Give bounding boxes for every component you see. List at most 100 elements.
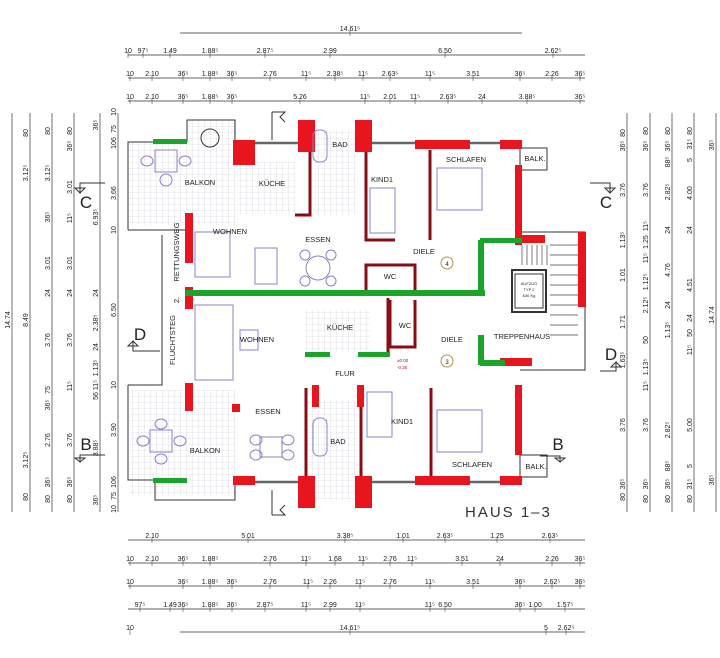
room-label: ESSEN [305, 235, 330, 244]
dimension-label: 3.38⁵ [337, 533, 354, 540]
section-label-c: C [80, 193, 92, 212]
dimension-label: 36⁵ [575, 556, 586, 563]
dimension-label: 1.88⁵ [202, 48, 219, 55]
elevator-shaft [511, 269, 547, 313]
room-label: SCHLAFEN [452, 460, 492, 469]
dimension-label: 3.51 [466, 579, 480, 586]
dimension-label: 2.01 [383, 94, 397, 101]
dimension-label: 80 [665, 495, 672, 503]
section-c-left-arrow-icon [73, 182, 105, 195]
dimension-label: 36⁵ [709, 140, 716, 151]
wall [500, 140, 522, 149]
upper-sofa [194, 231, 231, 278]
room-label: KIND1 [371, 175, 393, 184]
section-label-d: D [134, 325, 146, 344]
upper-wc-wall [364, 263, 417, 290]
dimension-label: 36⁵ [575, 579, 586, 586]
dimension-label: 36⁵ [515, 602, 526, 609]
dimension-label: 2.99 [323, 48, 337, 55]
wall [298, 120, 315, 152]
dimension-label: 80 [23, 129, 30, 137]
dimension-label: 11⁵ [93, 380, 100, 390]
dimension-label: 1.01 [396, 533, 410, 540]
dimension-label: 3.12⁵ [23, 452, 30, 469]
dimension-label: 2.82⁵ [665, 422, 672, 439]
elevator-label: AUFZUG [521, 281, 537, 286]
dimension-label: 36⁵ [620, 479, 627, 490]
dimension-label: 97⁵ [135, 602, 146, 609]
dimension-label: 3.76 [45, 333, 52, 347]
dimension-label: 11⁵ [355, 602, 365, 609]
dimension-label: 2.82⁵ [665, 184, 672, 201]
tiled-areas [128, 120, 370, 500]
dimension-label: 10 [124, 48, 132, 55]
upper-kind-wall [364, 150, 395, 242]
dimension-label: 10 [111, 505, 118, 513]
wall [520, 235, 545, 243]
lower-wc-wall [388, 300, 417, 349]
section-a-bottom-arrow-icon [272, 504, 287, 516]
lower-dining-table [249, 434, 295, 461]
dimension-label: 10 [126, 94, 134, 101]
lower-balcony-outline [127, 385, 236, 501]
dimension-label: 24 [67, 289, 74, 297]
dimension-label: 11⁵ [410, 94, 420, 101]
dimension-label: 24 [45, 289, 52, 297]
dimension-label: 80 [23, 493, 30, 501]
dimension-label: 36⁵ [45, 212, 52, 223]
dimension-label: 24 [93, 289, 100, 297]
wall [478, 335, 484, 365]
dimension-label: 80 [67, 127, 74, 135]
room-label: BAD [330, 437, 346, 446]
room-label: DIELE [441, 335, 463, 344]
wall [355, 120, 372, 152]
dimension-label: 3.90 [111, 423, 118, 437]
section-label-b: B [552, 435, 563, 454]
dimension-label: 10 [111, 381, 118, 389]
wall [185, 213, 193, 263]
room-label: RETTUNGSWEG [172, 222, 181, 281]
room-label: WC [384, 272, 397, 281]
dimension-label: 8.49 [23, 313, 30, 327]
wall [312, 385, 319, 407]
dimension-label: 1.13⁵ [643, 359, 650, 376]
dimension-label: 2.62⁵ [544, 579, 561, 586]
wall [233, 140, 255, 165]
upper-armchair [254, 247, 278, 285]
wall [185, 383, 193, 411]
dimension-label: 3.88⁵ [519, 94, 536, 101]
upper-balcony-outline [127, 119, 236, 230]
dimension-label: 4.51 [687, 278, 694, 292]
wall [415, 476, 470, 485]
room-label: BALKON [185, 178, 215, 187]
dimension-label: 36⁵ [643, 479, 650, 490]
dimension-label: 80 [45, 495, 52, 503]
lower-apartment-marker [440, 354, 454, 368]
dimension-label: 1.68 [328, 556, 342, 563]
dimension-label: 5.00 [687, 418, 694, 432]
section-a-top-arrow-icon [272, 111, 287, 123]
dimension-label: 24 [665, 301, 672, 309]
dimension-label: 11⁵ [643, 221, 650, 231]
dimension-label: 88⁵ [665, 157, 672, 168]
dimension-label: 11⁵ [301, 602, 311, 609]
dimension-label: 5.01 [241, 533, 255, 540]
dimension-label: 11⁵ [425, 602, 435, 609]
dimension-label: 1.12⁵ [643, 274, 650, 291]
wall [185, 290, 485, 296]
room-label: KIND1 [391, 417, 413, 426]
upper-apartment-marker [440, 256, 454, 270]
room-label: WOHNEN [240, 335, 274, 344]
dimension-label: 3.01 [67, 256, 74, 270]
dimension-label: 36⁵ [67, 477, 74, 488]
dimension-label: 5 [544, 625, 548, 632]
room-labels: BALKON KÜCHE BAD KIND1 SCHLAFEN BALK. WO… [80, 140, 617, 521]
dimension-label: 14.74 [709, 306, 716, 324]
dimension-label: 14.61⁵ [340, 625, 361, 632]
wall [298, 476, 315, 508]
dimension-label: 24 [687, 226, 694, 234]
dimension-label: 1.57⁵ [557, 602, 574, 609]
wall [358, 352, 390, 357]
plan-title: HAUS 1–3 [465, 504, 552, 521]
dimension-label: 3.66 [111, 186, 118, 200]
